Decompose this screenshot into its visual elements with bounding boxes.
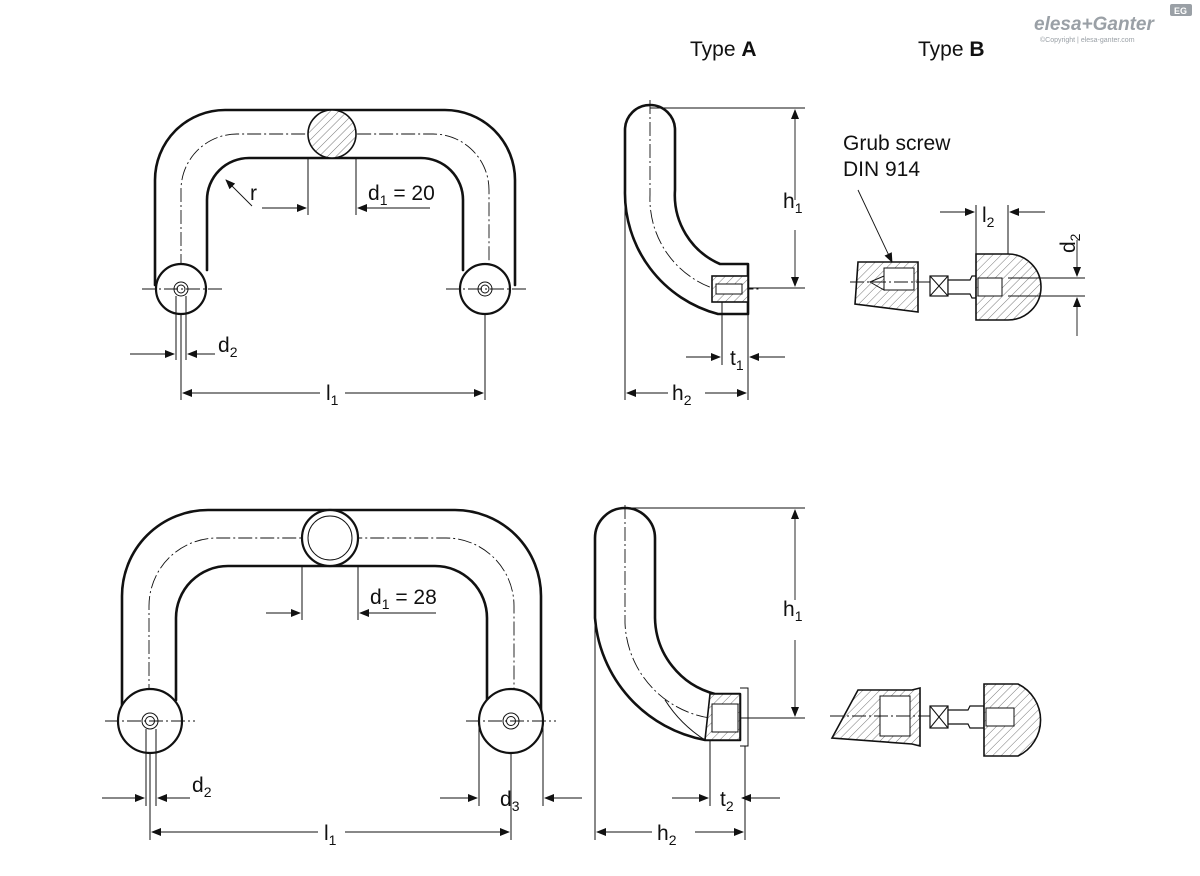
h2-label-top: h2 <box>672 382 692 408</box>
brand-badge: EG <box>1174 6 1187 16</box>
h1-label-bottom: h1 <box>783 598 803 624</box>
type-b-stud-section <box>975 253 1042 321</box>
t1-label: t1 <box>730 347 744 373</box>
h2-label-bottom: h2 <box>657 822 677 848</box>
cross-section-tube-outer <box>300 508 360 568</box>
d2-label-detail: d2 <box>1057 233 1083 253</box>
d2-label-bottom: d2 <box>192 774 212 800</box>
l1-label-bottom: l1 <box>324 822 337 848</box>
l2-label: l2 <box>982 204 995 230</box>
t2-label: t2 <box>720 788 734 814</box>
top-front-view: d1 = 20 r d2 l1 <box>130 108 526 408</box>
type-b-detail-bottom <box>830 683 1042 757</box>
bottom-front-view: d1 = 28 d2 d3 l1 <box>102 508 582 848</box>
type-a-title: Type A <box>690 38 757 61</box>
l1-label-top: l1 <box>326 382 339 408</box>
d1-label-bottom: d1 = 28 <box>370 586 437 612</box>
brand-logo: elesa+Ganter ©Copyright | elesa-ganter.c… <box>1034 4 1192 44</box>
cross-section-tube-inner <box>307 515 353 561</box>
d1-label-top: d1 = 20 <box>368 182 435 208</box>
brand-name: elesa+Ganter <box>1034 14 1155 35</box>
bottom-side-view: h1 h2 t2 <box>593 505 805 848</box>
brand-badge-icon <box>1170 4 1192 16</box>
brand-copyright: ©Copyright | elesa-ganter.com <box>1040 36 1135 44</box>
cross-section-solid <box>307 109 357 159</box>
type-b-detail-top: Grub screw DIN 914 l2 d2 <box>843 132 1085 336</box>
d3-label: d3 <box>500 788 520 814</box>
h1-label-top: h1 <box>783 190 803 216</box>
d2-label-top: d2 <box>218 334 238 360</box>
grub-screw-line2: DIN 914 <box>843 158 920 181</box>
radius-label: r <box>250 182 257 205</box>
grub-screw-line1: Grub screw <box>843 132 951 155</box>
top-side-view: h1 h2 t1 <box>623 100 805 408</box>
type-b-title: Type B <box>918 38 985 61</box>
